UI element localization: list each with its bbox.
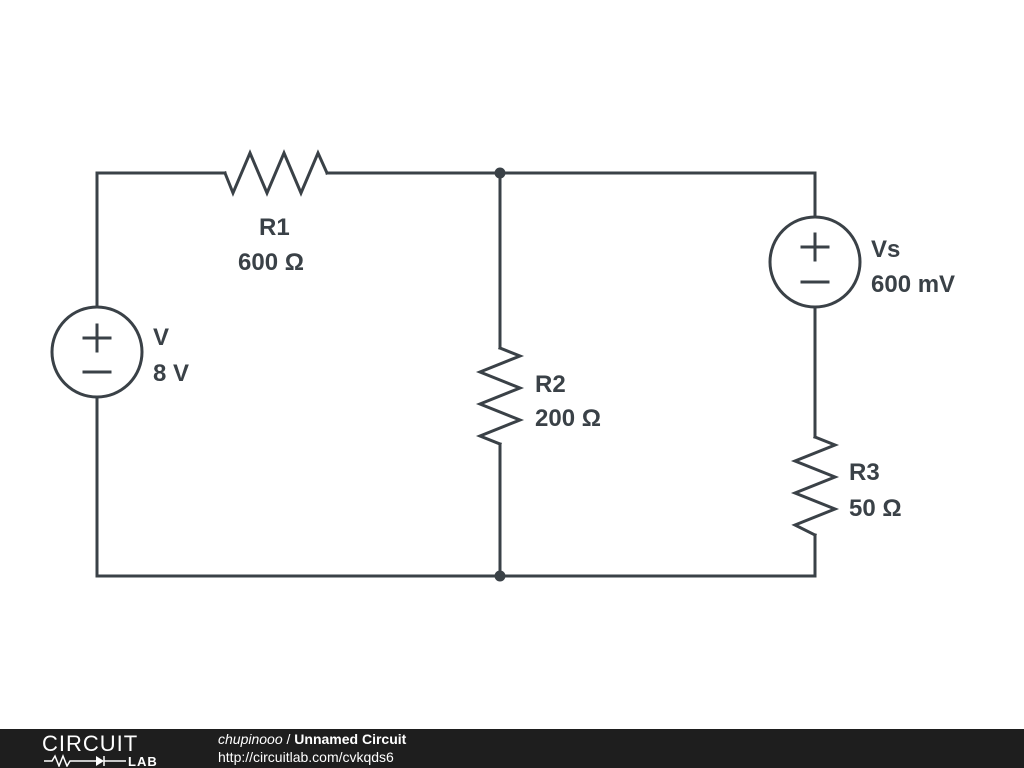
resistor-r2-value: 200 Ω	[535, 405, 601, 432]
resistor-r1[interactable]: R1 600 Ω	[223, 149, 329, 276]
wires	[95, 171, 817, 578]
resistor-r2-name: R2	[535, 371, 566, 398]
logo-diode-icon	[96, 756, 104, 766]
voltage-source-vs-name: Vs	[871, 236, 900, 263]
circuitlab-logo[interactable]: CIRCUIT LAB	[42, 731, 174, 767]
resistor-r1-value: 600 Ω	[238, 249, 304, 276]
junction-node-top	[494, 167, 506, 179]
logo-resistor-icon	[44, 753, 96, 767]
footer-bar: CIRCUIT LAB chupinooo / Unnamed Circuit …	[0, 729, 1024, 768]
resistor-r3[interactable]: R3 50 Ω	[790, 435, 902, 538]
resistor-r1-zigzag	[223, 149, 329, 197]
voltage-source-v[interactable]: V 8 V	[50, 305, 189, 399]
voltage-source-vs-circle	[768, 215, 862, 309]
logo-text-circuit: CIRCUIT	[42, 731, 138, 756]
voltage-source-vs[interactable]: Vs 600 mV	[768, 215, 955, 309]
resistor-r1-name: R1	[259, 214, 290, 241]
resistor-r3-value: 50 Ω	[849, 495, 902, 522]
circuit-url-link[interactable]: http://circuitlab.com/cvkqds6	[218, 749, 394, 765]
title-separator: /	[282, 731, 295, 747]
resistor-r3-name: R3	[849, 459, 880, 486]
circuit-schematic: R1 600 Ω R2 200 Ω R3 50 Ω V 8 V	[50, 149, 955, 582]
resistor-r2-zigzag	[475, 346, 525, 446]
circuit-title: Unnamed Circuit	[294, 731, 407, 747]
wire-top-middle	[325, 171, 817, 220]
junction-node-bottom	[494, 570, 506, 582]
resistor-r3-zigzag	[790, 435, 840, 538]
owner-username-link[interactable]: chupinooo	[218, 731, 283, 747]
resistor-r2[interactable]: R2 200 Ω	[475, 346, 601, 446]
logo-text-lab: LAB	[128, 754, 158, 767]
circuit-owner-title: chupinooo / Unnamed Circuit	[218, 731, 406, 747]
wire-left-top	[95, 171, 227, 309]
voltage-source-vs-value: 600 mV	[871, 271, 955, 298]
voltage-source-v-name: V	[153, 324, 169, 351]
voltage-source-v-value: 8 V	[153, 360, 189, 387]
